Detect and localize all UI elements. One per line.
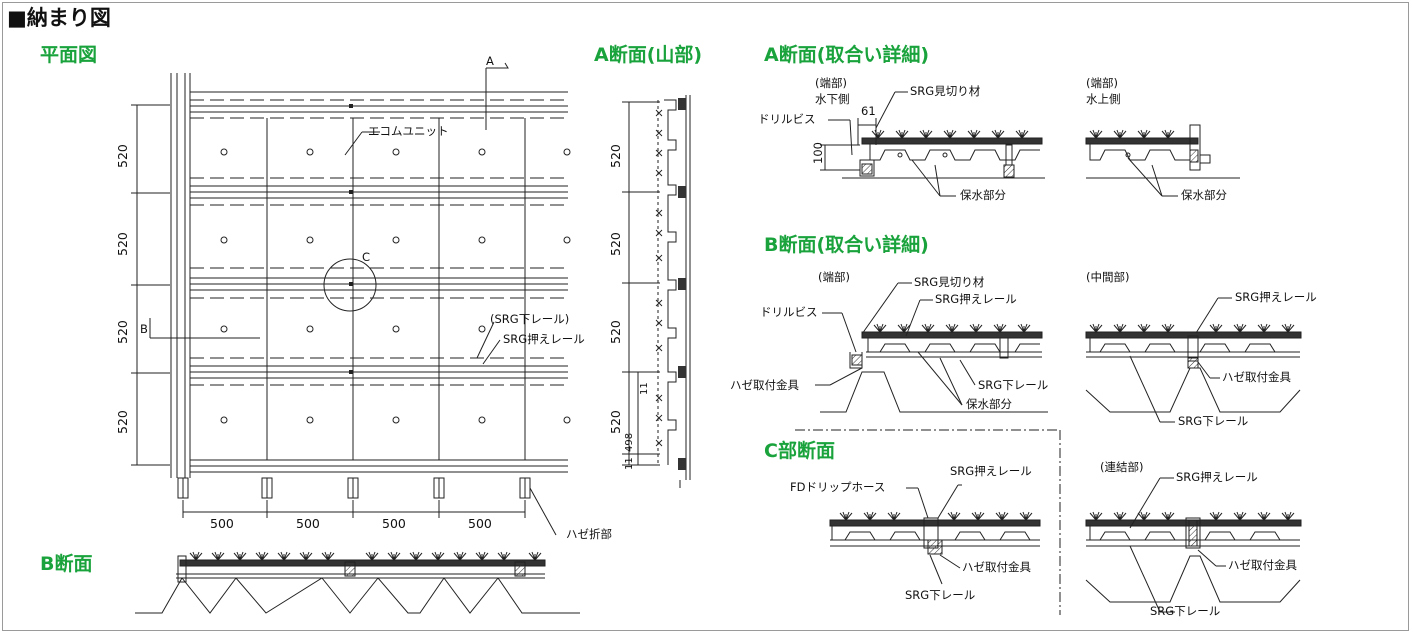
- plan-marker-b: B: [140, 322, 148, 336]
- plan-haze-folds: [177, 477, 531, 499]
- joint-section: [1085, 477, 1302, 613]
- plan-marker-a: A: [486, 54, 494, 68]
- label-a-hosui-right: 保水部分: [1181, 188, 1227, 202]
- label-b-haze-left: ハゼ取付金具: [730, 378, 799, 392]
- a-detail-left: [820, 91, 1045, 197]
- a-detail-right-side: 水上側: [1086, 92, 1121, 106]
- plan-marker-c: C: [362, 250, 371, 264]
- label-c-haze: ハゼ取付金具: [962, 560, 1031, 574]
- a-dim-11-top: 11: [639, 382, 650, 395]
- plan-dim-row-1: 520: [115, 144, 130, 168]
- label-b-lower-right: SRG下レール: [1178, 414, 1249, 428]
- b-detail-left-tag: (端部): [818, 270, 850, 284]
- plan-dim-col-4: 500: [468, 516, 492, 531]
- label-a-mikiri: SRG見切り材: [910, 84, 981, 98]
- label-haze-fold: ハゼ折部: [566, 527, 612, 541]
- label-b-press-left: SRG押えレール: [935, 292, 1017, 306]
- label-b-press-right: SRG押えレール: [1235, 290, 1317, 304]
- plan-dim-col-3: 500: [382, 516, 406, 531]
- b-section: [135, 551, 580, 614]
- a-detail-left-side: 水下側: [815, 92, 850, 106]
- page-title: ■納まり図: [7, 6, 111, 30]
- plan-dim-row-2: 520: [115, 232, 130, 256]
- section-title-b-detail: B断面(取合い詳細): [764, 234, 929, 256]
- label-c-fd-hose: FDドリップホース: [790, 480, 886, 494]
- a-detail-right-tag: (端部): [1086, 76, 1118, 90]
- plan-rail-bands: [190, 91, 568, 473]
- section-title-b-section: B断面: [40, 553, 93, 575]
- label-b-lower-left: SRG下レール: [978, 378, 1049, 392]
- a-dim-61: 61: [861, 104, 876, 118]
- label-b-mikiri: SRG見切り材: [914, 275, 985, 289]
- plan-dim-col-2: 500: [296, 516, 320, 531]
- a-mountain-section: [622, 95, 691, 488]
- label-c-lower: SRG下レール: [905, 588, 976, 602]
- a-dim-498: 498: [624, 432, 635, 452]
- b-detail-right: [1085, 297, 1302, 423]
- label-joint-lower: SRG下レール: [1150, 604, 1221, 618]
- plan-view: [131, 62, 571, 536]
- plan-dim-row-4: 520: [115, 410, 130, 434]
- a-dim-1: 520: [608, 144, 623, 168]
- plan-dim-row-3: 520: [115, 320, 130, 344]
- section-divider: [795, 429, 1061, 615]
- label-a-hosui-left: 保水部分: [960, 188, 1006, 202]
- label-plan-lower-rail: (SRG下レール): [490, 312, 570, 326]
- label-b-hosui: 保水部分: [966, 397, 1012, 411]
- b-detail-right-tag: (中間部): [1086, 270, 1130, 284]
- label-joint-press: SRG押えレール: [1176, 470, 1258, 484]
- label-a-drill: ドリルビス: [758, 112, 816, 126]
- label-joint-haze: ハゼ取付金具: [1228, 558, 1297, 572]
- a-dim-11-bottom: 11: [624, 457, 635, 470]
- label-plan-press-rail: SRG押えレール: [503, 332, 585, 346]
- a-detail-right: [1085, 124, 1240, 197]
- plan-dim-col-1: 500: [210, 516, 234, 531]
- detail-c-circle: [323, 258, 377, 312]
- a-dim-3: 520: [608, 320, 623, 344]
- label-b-drill: ドリルビス: [760, 305, 818, 319]
- a-dim-4: 520: [608, 410, 623, 434]
- label-ecom-unit: エコムユニット: [368, 124, 449, 138]
- label-b-haze-right: ハゼ取付金具: [1222, 370, 1291, 384]
- plan-unit-marks: [220, 148, 571, 424]
- c-part-section: [829, 484, 1041, 585]
- a-dim-2: 520: [608, 232, 623, 256]
- section-title-c-part: C部断面: [764, 440, 835, 462]
- b-detail-left: [815, 282, 1048, 413]
- plan-unit-grid: [266, 118, 526, 460]
- label-c-press: SRG押えレール: [950, 464, 1032, 478]
- section-title-a-mountain: A断面(山部): [594, 44, 703, 66]
- section-title-a-detail: A断面(取合い詳細): [764, 44, 930, 66]
- a-detail-left-tag: (端部): [815, 76, 847, 90]
- section-title-plan: 平面図: [40, 44, 98, 66]
- joint-tag: (連結部): [1100, 460, 1144, 474]
- a-dim-100: 100: [811, 142, 825, 164]
